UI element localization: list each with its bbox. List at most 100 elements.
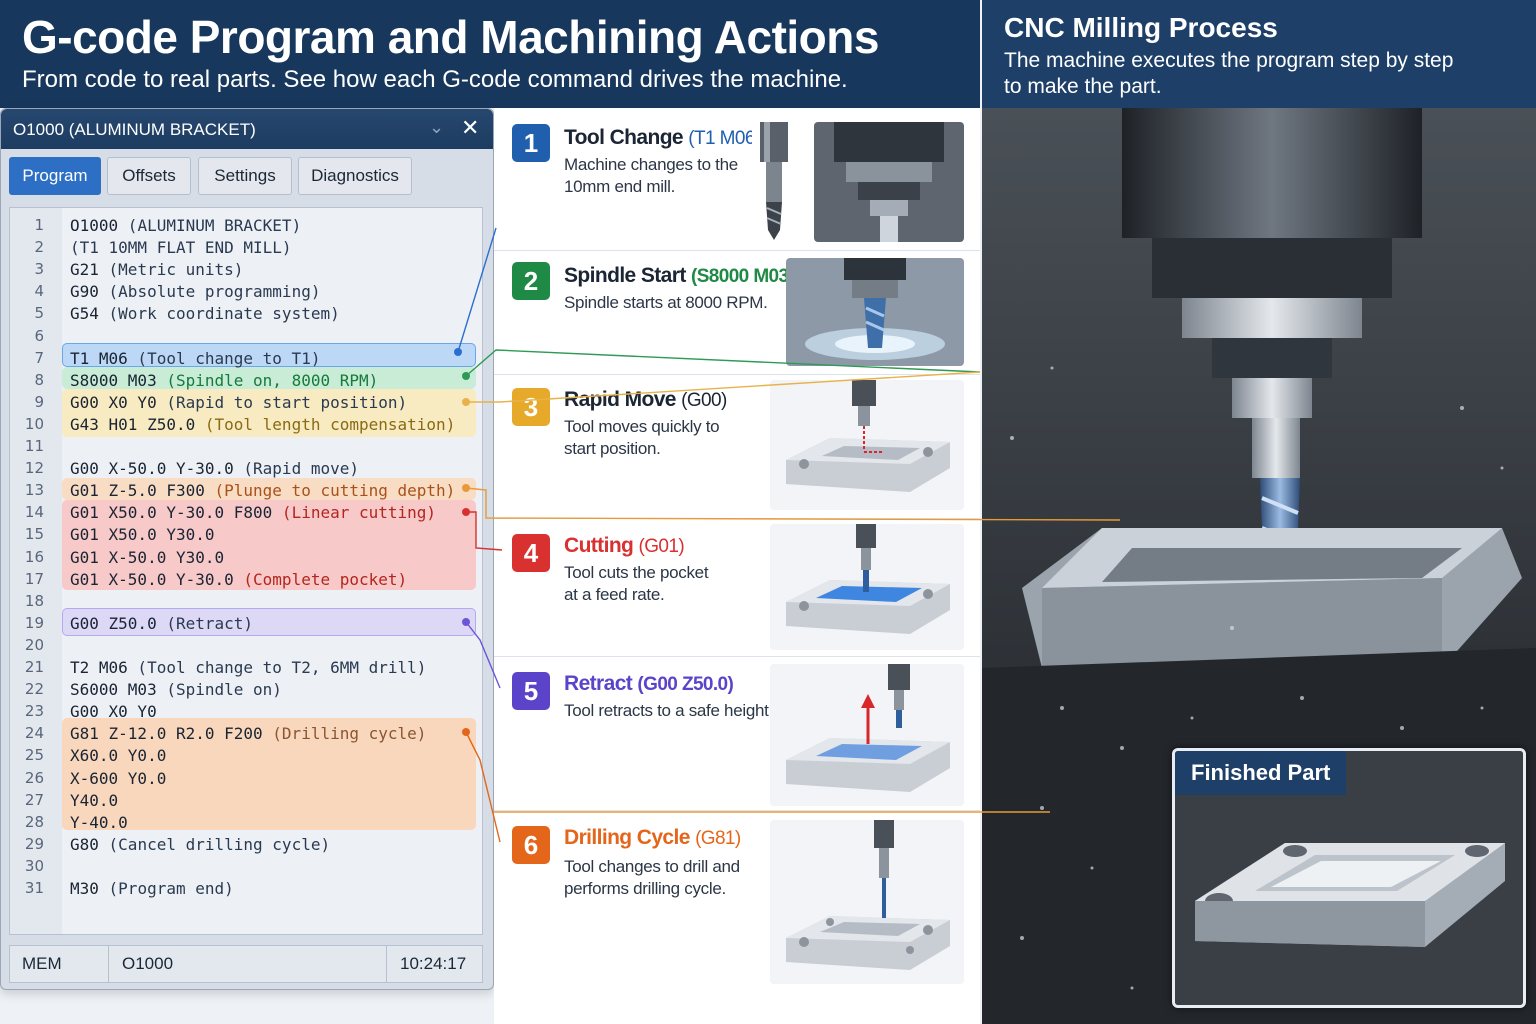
code-line[interactable]: 20 — [10, 634, 484, 656]
code-comment: (T1 10MM FLAT END MILL) — [70, 238, 292, 258]
code-line[interactable]: 2(T1 10MM FLAT END MILL) — [10, 236, 484, 258]
main-header: G-code Program and Machining Actions Fro… — [0, 0, 980, 108]
code-comment: (Tool change to T1) — [127, 348, 321, 368]
code-comment: (Tool change to T2, 6MM drill) — [127, 658, 427, 677]
line-number: 13 — [24, 481, 44, 500]
tab-settings[interactable]: Settings — [198, 157, 292, 195]
code-command: G81 Z-12.0 R2.0 F200 — [70, 724, 263, 744]
step-5-desc: Tool retracts to a safe height. — [564, 701, 773, 720]
code-text: X-600 Y0.0 — [70, 769, 166, 788]
code-line[interactable]: 16 G01 X-50.0 Y30.0 — [10, 546, 484, 568]
code-text: Y-40.0 — [70, 813, 128, 832]
code-comment: (Spindle on, 8000 RPM) — [156, 370, 379, 390]
code-text: G01 X-50.0 Y-30.0 (Complete pocket) — [70, 570, 407, 589]
tab-diagnostics[interactable]: Diagnostics — [298, 157, 412, 195]
window-titlebar[interactable]: O1000 (ALUMINUM BRACKET) ⌄ ✕ — [1, 109, 493, 149]
code-text: Y40.0 — [70, 791, 118, 810]
code-command: S6000 M03 — [70, 680, 157, 700]
code-line[interactable]: 30 — [10, 855, 484, 877]
tab-offsets[interactable]: Offsets — [107, 157, 191, 195]
line-number: 24 — [24, 724, 44, 743]
finished-part-card: Finished Part — [1172, 748, 1526, 1008]
code-command: O1000 — [70, 216, 119, 235]
line-number: 28 — [24, 812, 44, 831]
process-title: CNC Milling Process — [1004, 12, 1278, 43]
code-text: M30 (Program end) — [70, 879, 234, 898]
tab-program[interactable]: Program — [9, 157, 101, 195]
line-number: 15 — [24, 525, 44, 544]
highlight-tool-change — [62, 343, 476, 367]
line-number: 16 — [24, 547, 44, 566]
close-icon[interactable]: ✕ — [461, 115, 480, 140]
code-command: G43 H01 Z50.0 — [70, 414, 196, 434]
code-comment: (Metric units) — [98, 260, 244, 280]
spindle-image — [814, 122, 964, 242]
code-text: T2 M06 (Tool change to T2, 6MM drill) — [70, 658, 426, 677]
code-comment: (Work coordinate system) — [98, 304, 340, 324]
step-1-badge: 1 — [512, 124, 550, 162]
code-text: G80 (Cancel drilling cycle) — [70, 835, 330, 854]
step-4-title: Cutting (G01) — [564, 534, 685, 557]
code-line[interactable]: 11 — [10, 435, 484, 457]
code-command: G01 X50.0 Y30.0 — [70, 525, 215, 545]
finished-part-label: Finished Part — [1175, 751, 1347, 795]
code-line[interactable]: 18 — [10, 590, 484, 612]
process-subtitle: The machine executes the program step by… — [1004, 49, 1454, 98]
code-command: G00 X0 Y0 — [70, 392, 157, 412]
code-command: Y40.0 — [70, 790, 119, 810]
line-number: 23 — [24, 702, 44, 721]
line-number: 10 — [24, 414, 44, 433]
code-command: G21 — [70, 260, 99, 280]
code-command: G01 X50.0 Y-30.0 F800 — [70, 503, 273, 523]
chevron-down-icon[interactable]: ⌄ — [429, 117, 445, 137]
code-text: S8000 M03 (Spindle on, 8000 RPM) — [70, 371, 378, 390]
code-line[interactable]: 15 G01 X50.0 Y30.0 — [10, 523, 484, 545]
line-number: 22 — [24, 680, 44, 699]
step-2-desc: Spindle starts at 8000 RPM. — [564, 293, 768, 312]
page-title: G-code Program and Machining Actions — [22, 11, 879, 63]
cnc-control-window: O1000 (ALUMINUM BRACKET) ⌄ ✕ Program Off… — [0, 108, 494, 990]
code-text: G00 X0 Y0 (Rapid to start position) — [70, 393, 407, 412]
line-number: 21 — [24, 658, 44, 676]
code-text: S6000 M03 (Spindle on) — [70, 680, 282, 699]
code-comment: (Retract) — [156, 613, 254, 633]
line-number: 8 — [34, 370, 44, 389]
code-text: G01 X-50.0 Y30.0 — [70, 548, 224, 567]
page-subtitle: From code to real parts. See how each G-… — [22, 66, 848, 93]
line-number: 7 — [34, 348, 44, 367]
step-1-title: Tool Change (T1 M06) — [564, 126, 761, 149]
code-command: M30 — [70, 879, 99, 898]
code-line[interactable]: 28 Y-40.0 — [10, 811, 484, 833]
highlight-retract — [62, 608, 476, 636]
code-line[interactable]: 6 — [10, 325, 484, 347]
code-line[interactable]: 22 S6000 M03 (Spindle on) — [10, 678, 484, 700]
code-text: G01 X50.0 Y30.0 — [70, 525, 215, 544]
code-line[interactable]: 8 S8000 M03 (Spindle on, 8000 RPM) — [10, 369, 484, 391]
code-command: G00 Z50.0 — [70, 613, 157, 633]
code-line[interactable]: 21 T2 M06 (Tool change to T2, 6MM drill) — [10, 656, 484, 678]
code-text: O1000 (ALUMINUM BRACKET) — [70, 216, 301, 235]
code-text: G54 (Work coordinate system) — [70, 304, 340, 323]
